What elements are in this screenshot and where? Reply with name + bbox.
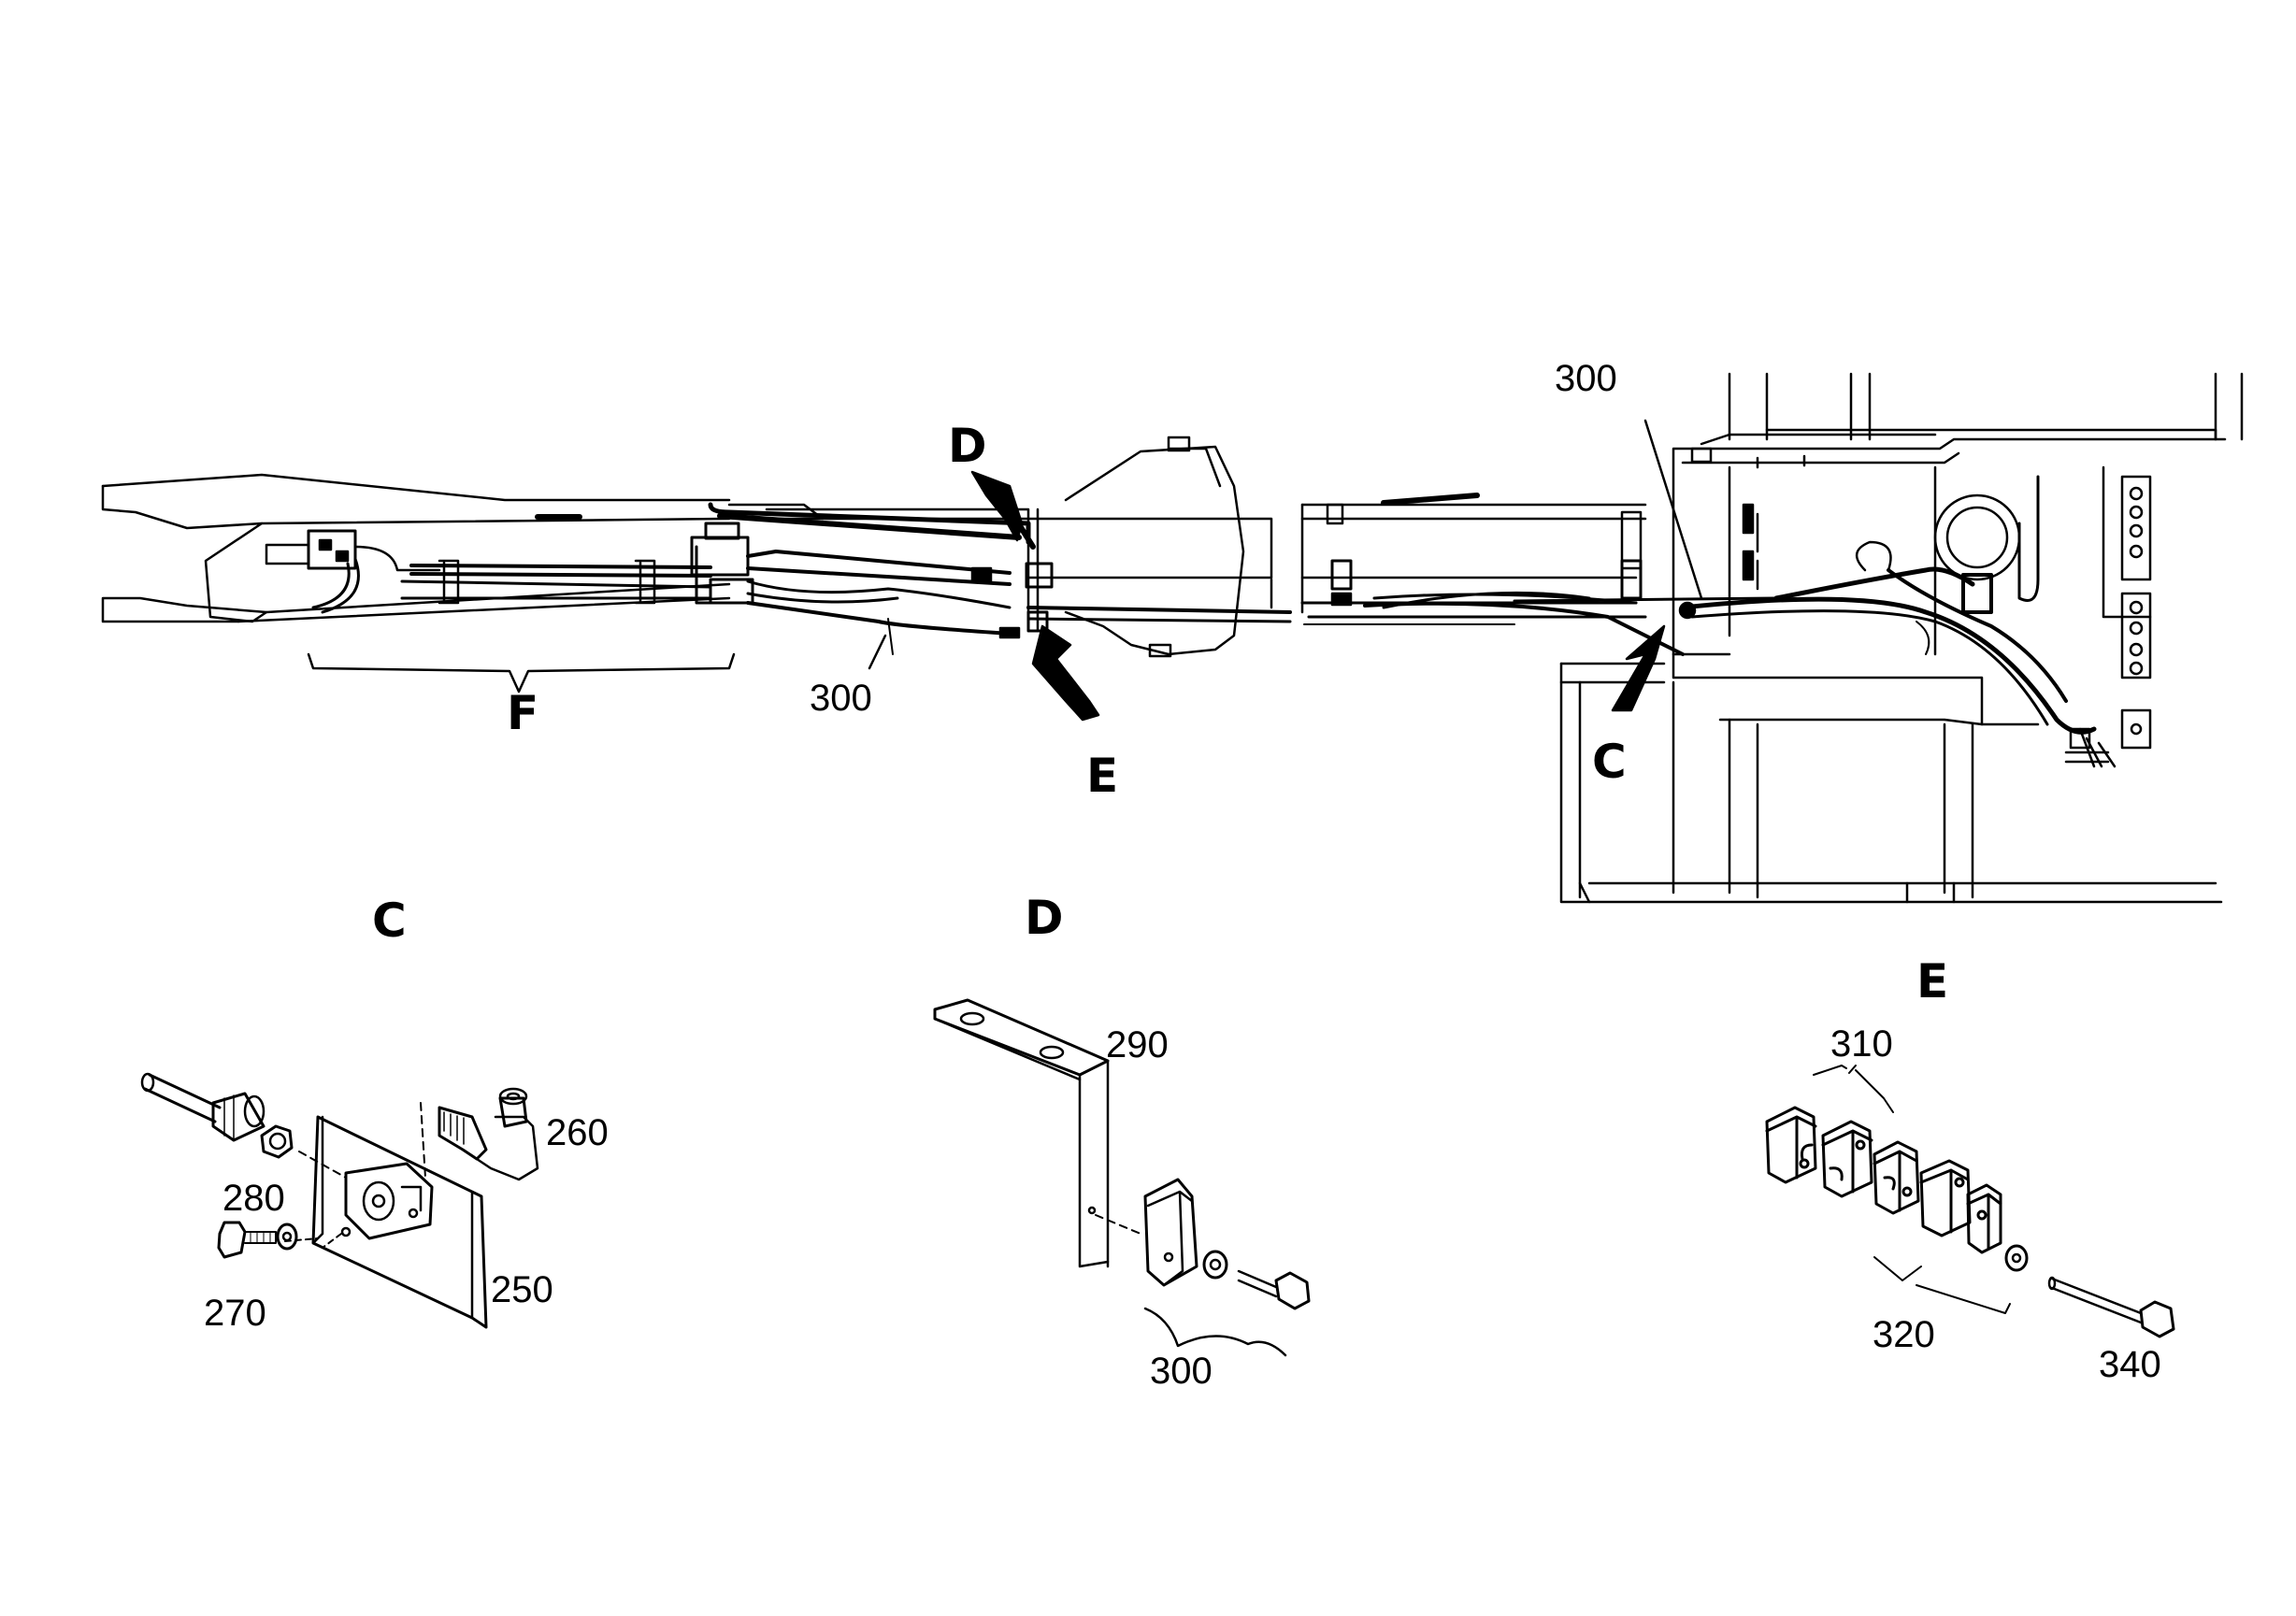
detail-heading-e: E bbox=[1916, 954, 1949, 1008]
boom-arm-right bbox=[1302, 495, 1776, 654]
callout-290: 290 bbox=[1106, 1024, 1169, 1065]
boom-arm-left bbox=[103, 475, 734, 692]
reference-arrows bbox=[869, 421, 1701, 720]
detail-heading-d: D bbox=[1025, 891, 1064, 945]
arrow-label-e: E bbox=[1086, 749, 1119, 803]
callout-250: 250 bbox=[491, 1269, 553, 1310]
detail-d-assembly bbox=[935, 1000, 1309, 1355]
callout-300-main-right: 300 bbox=[1555, 358, 1617, 399]
bracket-label-f: F bbox=[507, 686, 539, 740]
callout-310: 310 bbox=[1830, 1023, 1893, 1065]
callout-280: 280 bbox=[222, 1178, 285, 1219]
detail-c-assembly bbox=[142, 1074, 538, 1327]
arrow-label-c: C bbox=[1592, 735, 1627, 789]
detail-e-assembly bbox=[1767, 1065, 2174, 1337]
boom-arm-middle bbox=[692, 437, 1290, 656]
callout-260: 260 bbox=[546, 1112, 609, 1153]
callout-300-detail: 300 bbox=[1150, 1351, 1213, 1392]
callout-300-main-left: 300 bbox=[810, 678, 872, 719]
machine-body bbox=[1561, 374, 2242, 902]
callout-270: 270 bbox=[204, 1293, 266, 1334]
detail-heading-c: C bbox=[372, 894, 407, 948]
callout-340: 340 bbox=[2099, 1344, 2161, 1385]
arrow-label-d: D bbox=[948, 419, 987, 473]
callout-320: 320 bbox=[1873, 1314, 1935, 1355]
